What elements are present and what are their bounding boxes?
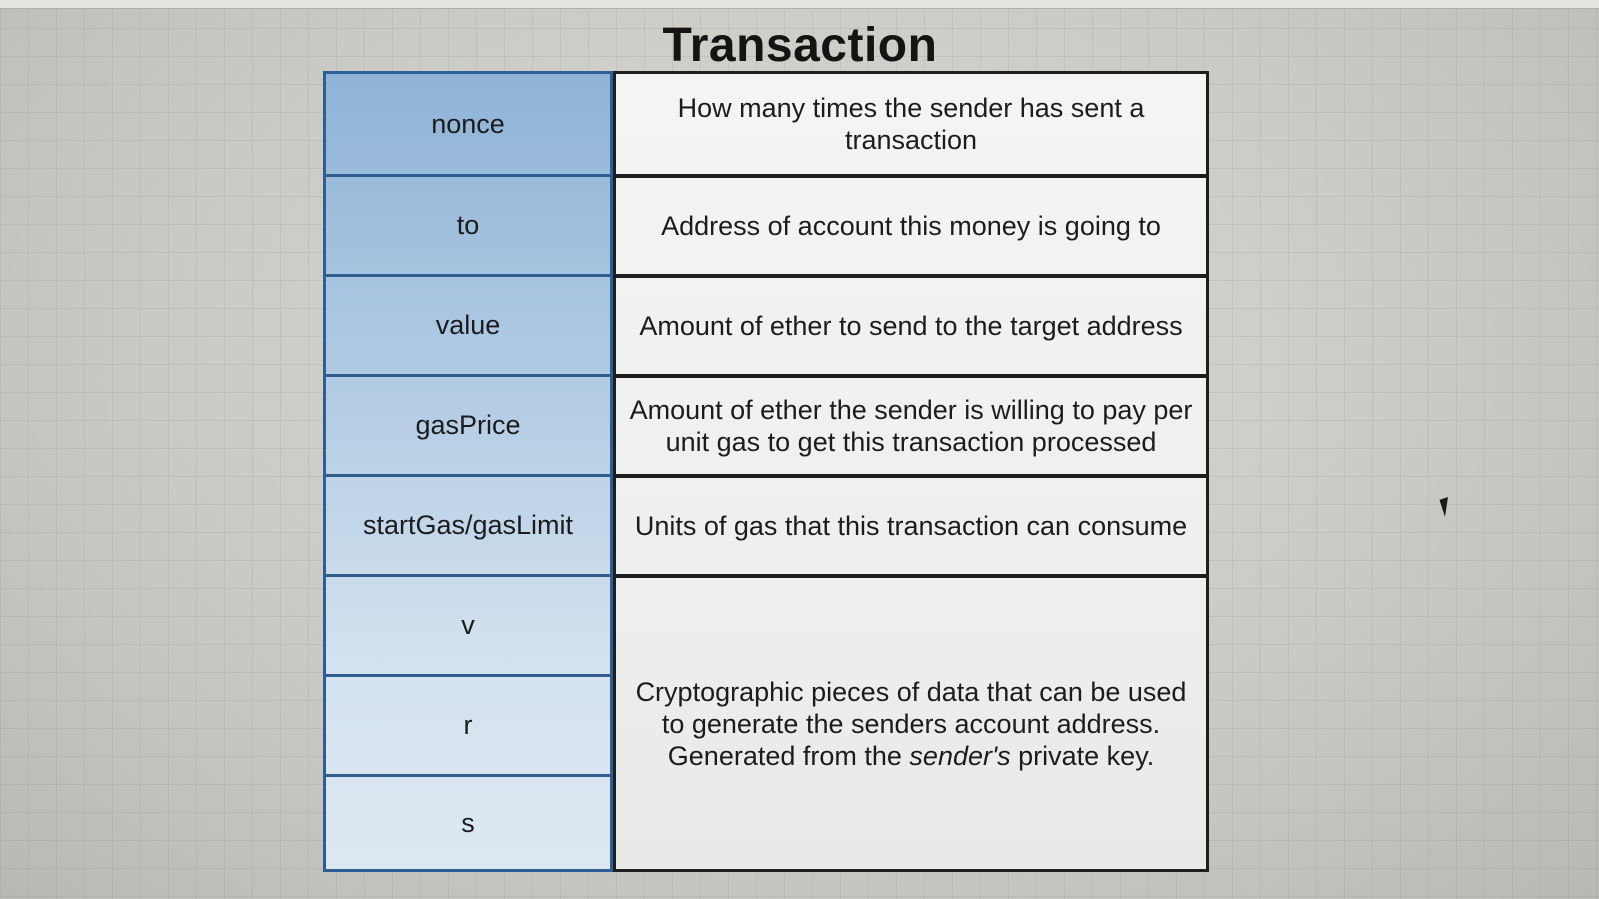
diagram-title: Transaction	[662, 19, 938, 72]
signature-line-2: to generate the senders account address.	[661, 708, 1161, 739]
field-name-to: to	[326, 174, 610, 274]
signature-line-3: Generated from the sender's private key.	[668, 740, 1154, 772]
field-name-nonce: nonce	[431, 108, 505, 139]
signature-line-1: Cryptographic pieces of data that can be…	[635, 676, 1187, 707]
description-gasprice: Amount of ether the sender is willing to…	[616, 374, 1206, 474]
signature-line-3-emphasis: sender's	[909, 740, 1011, 771]
signature-line-3-suffix: private key.	[1010, 740, 1155, 771]
field-name-column: nonce to value gasPrice startGas/gasLimi…	[323, 71, 613, 872]
field-name-startgas: startGas/gasLimit	[326, 474, 610, 574]
mouse-cursor-icon	[1439, 497, 1454, 517]
description-signature: Cryptographic pieces of data that can be…	[616, 574, 1206, 869]
description-to: Address of account this money is going t…	[616, 174, 1206, 274]
field-description-column: How many times the sender has sent a tra…	[613, 71, 1209, 872]
field-name-s: s	[326, 774, 610, 869]
description-startgas: Units of gas that this transaction can c…	[616, 474, 1206, 574]
transaction-table: nonce to value gasPrice startGas/gasLimi…	[323, 71, 1219, 872]
description-nonce: How many times the sender has sent a tra…	[677, 93, 1145, 155]
field-name-gasprice: gasPrice	[326, 374, 610, 474]
field-name-r: r	[326, 674, 610, 774]
signature-line-3-prefix: Generated from the	[667, 740, 910, 771]
field-name-v: v	[326, 574, 610, 674]
description-value: Amount of ether to send to the target ad…	[616, 274, 1206, 374]
screen-top-edge	[0, 0, 1599, 9]
field-name-value: value	[326, 274, 610, 374]
